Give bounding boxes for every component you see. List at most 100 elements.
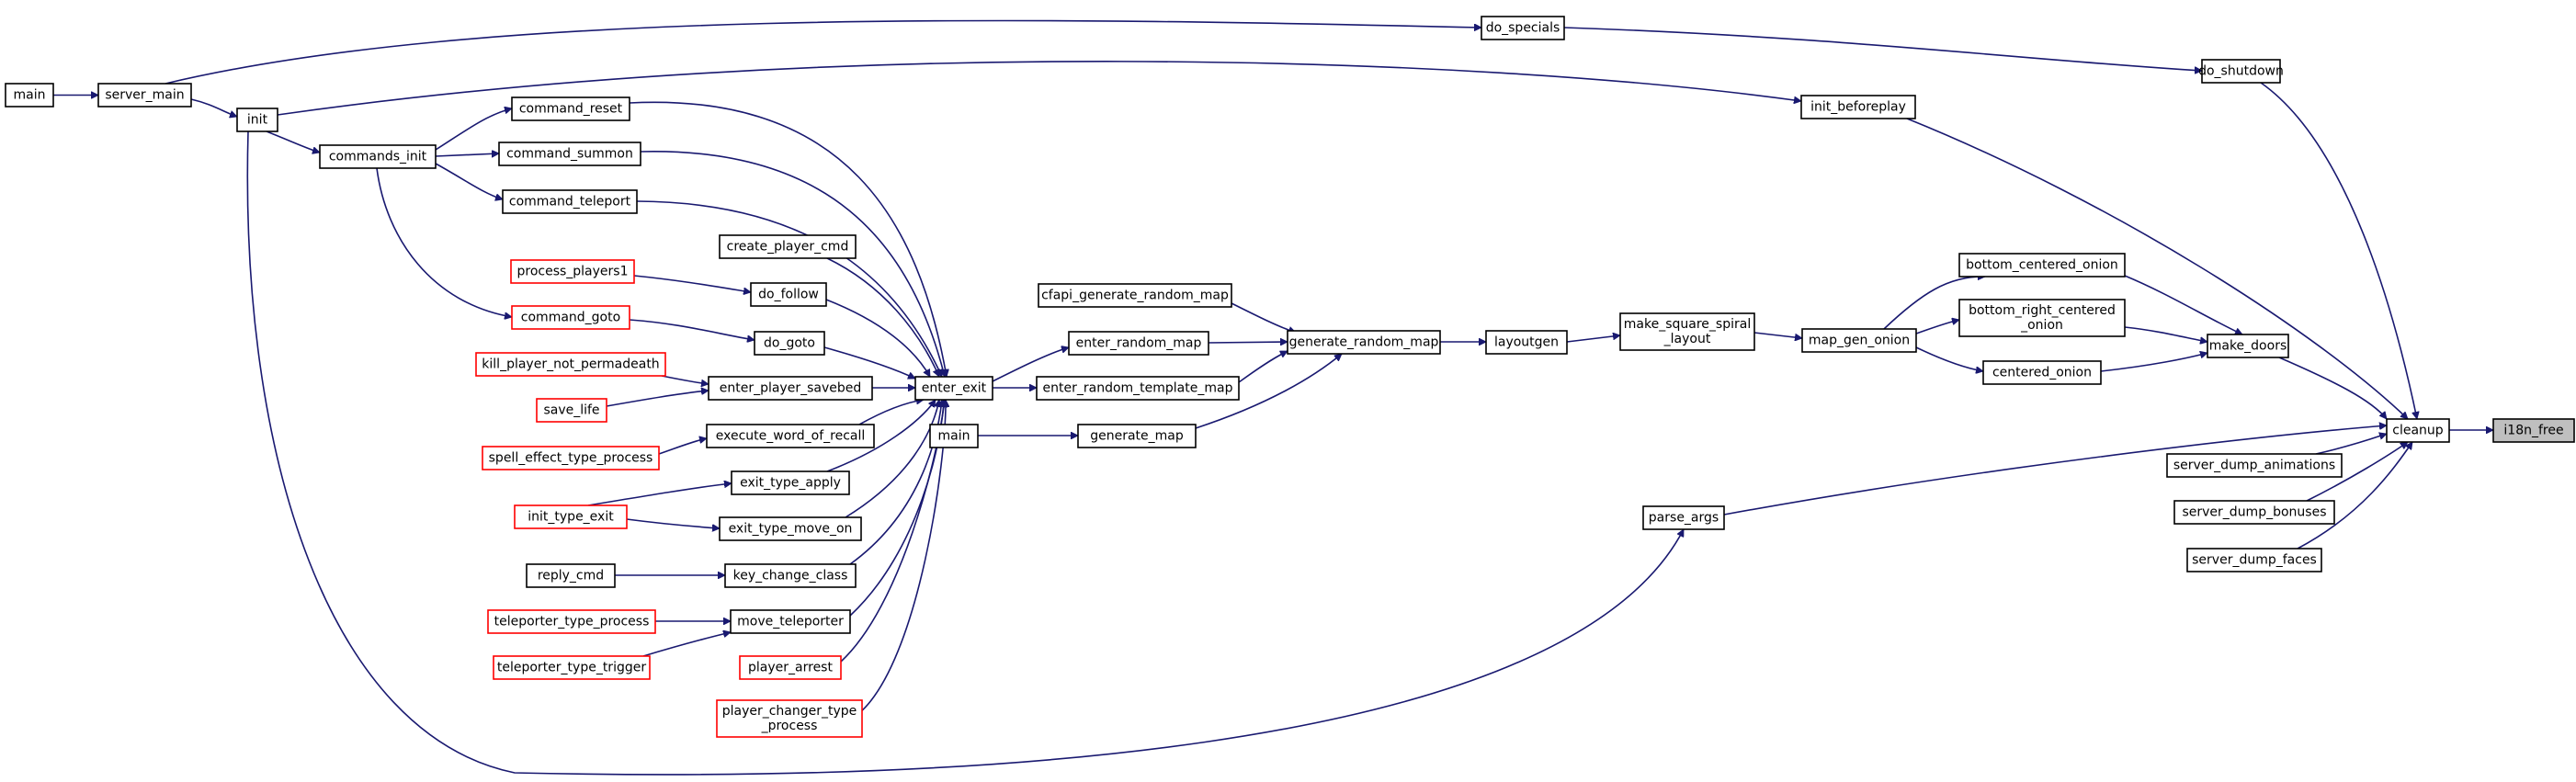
node-server-main[interactable]: server_main: [97, 83, 192, 108]
node-command-goto[interactable]: command_goto: [511, 305, 630, 330]
edge-init_type_exit-to-exit_type_move_on: [626, 518, 720, 528]
node-cfapi-generate-random-map[interactable]: cfapi_generate_random_map: [1038, 283, 1232, 308]
edge-create_player_cmd-to-enter_exit: [826, 257, 939, 377]
node-i18n-free[interactable]: i18n_free: [2492, 418, 2575, 443]
node-label: main: [14, 88, 46, 103]
node-box: [1642, 505, 1725, 530]
node-make-doors[interactable]: make_doors: [2207, 334, 2289, 358]
edge-do_goto-to-enter_exit: [823, 346, 915, 380]
node-centered-onion[interactable]: centered_onion: [1982, 360, 2102, 385]
edge-enter_exit-to-enter_random_map: [992, 347, 1069, 382]
node-init-beforeplay[interactable]: init_beforeplay: [1800, 95, 1916, 119]
node-label: commands_init: [329, 150, 427, 164]
node-layoutgen[interactable]: layoutgen: [1485, 330, 1568, 355]
edge-bottom_right_centered_onion-to-make_doors: [2124, 326, 2207, 342]
node-box: [719, 516, 862, 541]
node-server-dump-faces[interactable]: server_dump_faces: [2186, 548, 2322, 572]
node-player-changer-type-process[interactable]: player_changer_type_process: [716, 699, 863, 738]
node-label: enter_random_template_map: [1043, 381, 1233, 396]
node-box: [536, 398, 607, 423]
node-command-teleport[interactable]: command_teleport: [502, 189, 638, 214]
node-label: player_arrest: [748, 661, 833, 675]
node-exit-type-apply[interactable]: exit_type_apply: [731, 470, 850, 495]
node-label: cleanup: [2392, 424, 2444, 438]
node-label: centered_onion: [1992, 366, 2092, 380]
node-box: [739, 655, 842, 680]
edge-do_specials-to-do_shutdown: [1563, 27, 2202, 71]
node-label: init: [247, 113, 268, 128]
node-make-square-spiral-layout[interactable]: make_square_spiral_layout: [1619, 312, 1755, 351]
node-enter-random-template-map[interactable]: enter_random_template_map: [1036, 376, 1240, 401]
node-teleporter-type-process[interactable]: teleporter_type_process: [487, 609, 656, 634]
node-execute-word-of-recall[interactable]: execute_word_of_recall: [706, 424, 875, 448]
node-server-dump-animations[interactable]: server_dump_animations: [2166, 453, 2343, 478]
edge-command_reset-to-enter_exit: [629, 101, 947, 377]
edge-map_gen_onion-to-bottom_right_centered_onion: [1915, 320, 1959, 334]
node-teleporter-type-trigger[interactable]: teleporter_type_trigger: [493, 655, 651, 680]
node-do-shutdown[interactable]: do_shutdown: [2198, 59, 2284, 84]
node-enter-random-map[interactable]: enter_random_map: [1068, 331, 1209, 356]
node-player-arrest[interactable]: player_arrest: [739, 655, 842, 680]
node-label: parse_args: [1649, 511, 1719, 526]
node-do-follow[interactable]: do_follow: [750, 282, 827, 307]
edge-init_type_exit-to-exit_type_apply: [587, 483, 732, 506]
node-init[interactable]: init: [236, 108, 278, 132]
node-label: spell_effect_type_process: [489, 451, 653, 466]
node-box: [526, 563, 616, 588]
node-label: init_type_exit: [528, 510, 614, 525]
node-box: [511, 305, 630, 330]
node-generate-map[interactable]: generate_map: [1077, 424, 1197, 448]
node-map-gen-onion[interactable]: map_gen_onion: [1801, 328, 1917, 353]
node-create-player-cmd[interactable]: create_player_cmd: [719, 234, 857, 259]
node-main1[interactable]: main: [5, 83, 54, 108]
node-box: [498, 142, 641, 166]
node-box: [731, 470, 850, 495]
node-label: server_main: [105, 88, 184, 103]
node-save-life[interactable]: save_life: [536, 398, 607, 423]
node-do-specials[interactable]: do_specials: [1481, 16, 1565, 40]
node-label: key_change_class: [733, 569, 848, 584]
node-do-goto[interactable]: do_goto: [754, 331, 825, 356]
node-key-change-class[interactable]: key_change_class: [724, 563, 857, 588]
node-label: main: [938, 429, 970, 444]
edges-layer: [53, 19, 2493, 776]
node-reply-cmd[interactable]: reply_cmd: [526, 563, 616, 588]
edge-bottom_centered_onion-to-make_doors: [2124, 275, 2242, 335]
node-box: [1800, 95, 1916, 119]
node-bottom-right-centered-onion[interactable]: bottom_right_centered_onion: [1958, 299, 2126, 337]
edge-do_follow-to-enter_exit: [825, 299, 931, 377]
edge-commands_init-to-command_reset: [435, 108, 512, 151]
node-process-players1[interactable]: process_players1: [510, 259, 635, 284]
node-label: do_goto: [764, 336, 815, 351]
node-label: create_player_cmd: [727, 240, 849, 255]
node-box: [2201, 59, 2281, 84]
edge-spell_effect_type_process-to-execute_word_of_recall: [658, 438, 707, 455]
node-command-reset[interactable]: command_reset: [511, 96, 630, 121]
node-move-teleporter[interactable]: move_teleporter: [730, 609, 851, 634]
node-bottom-centered-onion[interactable]: bottom_centered_onion: [1958, 253, 2126, 278]
node-main2[interactable]: main: [929, 424, 979, 448]
node-box: [914, 376, 993, 401]
node-box: [511, 96, 630, 121]
edge-make_square_spiral_layout-to-map_gen_onion: [1753, 332, 1802, 338]
node-exit-type-move-on[interactable]: exit_type_move_on: [719, 516, 862, 541]
node-box: [1481, 16, 1565, 40]
node-label: generate_map: [1090, 429, 1184, 444]
edge-commands_init-to-command_goto: [376, 167, 512, 317]
node-enter-exit[interactable]: enter_exit: [914, 376, 993, 401]
node-parse-args[interactable]: parse_args: [1642, 505, 1725, 530]
node-spell-effect-type-process[interactable]: spell_effect_type_process: [482, 446, 660, 470]
node-label: command_goto: [521, 311, 620, 325]
node-box: [2173, 500, 2335, 525]
node-cleanup[interactable]: cleanup: [2386, 418, 2450, 443]
node-commands-init[interactable]: commands_init: [319, 144, 437, 169]
node-server-dump-bonuses[interactable]: server_dump_bonuses: [2173, 500, 2335, 525]
node-box: [1801, 328, 1917, 353]
node-box: [2207, 334, 2289, 358]
node-kill-player-not-permadeath[interactable]: kill_player_not_permadeath: [475, 352, 666, 377]
node-init-type-exit[interactable]: init_type_exit: [514, 504, 628, 529]
node-generate-random-map[interactable]: generate_random_map: [1287, 330, 1441, 355]
node-enter-player-savebed[interactable]: enter_player_savebed: [708, 376, 873, 401]
node-box: [1036, 376, 1240, 401]
node-command-summon[interactable]: command_summon: [498, 142, 641, 166]
